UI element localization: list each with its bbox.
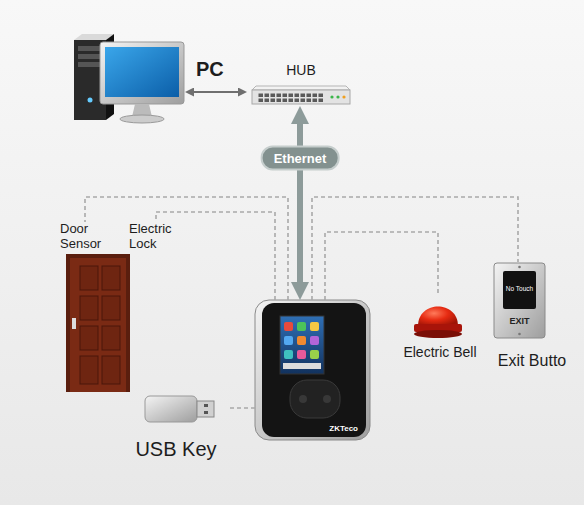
device-node: USB Key xyxy=(125,392,227,468)
device-node: Door Sensor xyxy=(60,222,132,392)
terminal-illustration xyxy=(310,350,319,359)
door-illustration xyxy=(102,266,120,290)
device-label: Exit Butto xyxy=(481,352,583,370)
device-label: PC xyxy=(196,58,224,81)
door-illustration xyxy=(80,356,98,384)
computer-illustration xyxy=(78,62,102,67)
terminal-illustration xyxy=(323,395,331,403)
device-node: Electric Lock xyxy=(129,222,187,254)
door-illustration xyxy=(80,266,98,290)
bell-illustration xyxy=(414,330,462,338)
terminal-illustration xyxy=(310,336,319,345)
signal-wire xyxy=(312,197,518,300)
usb-key-illustration xyxy=(204,411,208,414)
usb-key-illustration xyxy=(197,401,214,417)
signal-wire xyxy=(85,197,288,300)
terminal-illustration xyxy=(284,322,293,331)
usb-key-illustration xyxy=(204,404,208,407)
device-label: Electric Bell xyxy=(389,344,491,360)
terminal-illustration xyxy=(297,322,306,331)
device-label: Door Sensor xyxy=(60,222,112,252)
computer-illustration xyxy=(78,46,102,51)
hub-illustration xyxy=(336,95,339,98)
terminal-illustration xyxy=(284,350,293,359)
door-illustration xyxy=(70,258,126,392)
device-node: Exit Butto xyxy=(481,262,583,374)
hub-illustration xyxy=(258,93,324,103)
door-illustration xyxy=(72,318,76,329)
exit-button-illustration xyxy=(494,263,545,338)
device-label: USB Key xyxy=(125,438,227,461)
bell-illustration xyxy=(414,307,462,339)
door-illustration xyxy=(80,296,98,320)
computer-illustration xyxy=(105,47,179,97)
terminal-illustration xyxy=(310,322,319,331)
computer-illustration xyxy=(120,115,164,123)
link-label: Ethernet xyxy=(261,146,340,171)
computer-illustration xyxy=(88,98,93,103)
door-illustration xyxy=(102,326,120,350)
terminal-illustration xyxy=(297,336,306,345)
panel-marking: EXIT xyxy=(494,317,545,327)
terminal-illustration xyxy=(284,336,293,345)
hub-illustration xyxy=(252,90,350,104)
exit-button-illustration xyxy=(494,263,545,338)
exit-button-illustration xyxy=(518,333,521,336)
bell-illustration xyxy=(418,307,458,327)
terminal-illustration xyxy=(299,395,307,403)
door-illustration xyxy=(66,254,130,392)
terminal-illustration xyxy=(290,380,340,418)
device-node: PC xyxy=(70,28,185,125)
device-node: Electric Bell xyxy=(389,296,491,366)
door-illustration xyxy=(102,296,120,320)
usb-key-illustration xyxy=(145,396,214,422)
panel-marking: No Touch xyxy=(503,285,536,292)
device-label: Electric Lock xyxy=(129,222,181,252)
device-node: HUB xyxy=(247,62,355,106)
device-label: ZKTeco xyxy=(329,424,358,433)
signal-wire xyxy=(156,212,275,300)
device-label: HUB xyxy=(247,62,355,78)
hub-illustration xyxy=(342,95,345,98)
terminal-illustration xyxy=(262,303,366,437)
hub-illustration xyxy=(252,86,350,104)
usb-key-illustration xyxy=(145,396,197,422)
terminal-illustration xyxy=(255,300,370,440)
computer-illustration xyxy=(78,54,102,59)
door-illustration xyxy=(102,356,120,384)
device-node: ZKTeco xyxy=(255,300,370,440)
door-illustration xyxy=(66,254,130,392)
signal-wire xyxy=(227,407,255,409)
hub-illustration xyxy=(252,86,350,90)
computer-illustration xyxy=(100,42,184,104)
exit-button-illustration xyxy=(518,266,521,269)
computer-illustration xyxy=(74,34,184,123)
network-link xyxy=(194,91,238,93)
hub-illustration xyxy=(330,95,333,98)
terminal-illustration xyxy=(255,300,370,440)
connectors xyxy=(85,92,518,408)
terminal-illustration xyxy=(280,316,324,374)
signal-wire xyxy=(325,232,438,300)
terminal-illustration xyxy=(283,363,321,369)
exit-button-illustration xyxy=(503,271,536,309)
door-illustration xyxy=(80,326,98,350)
terminal-illustration xyxy=(297,350,306,359)
